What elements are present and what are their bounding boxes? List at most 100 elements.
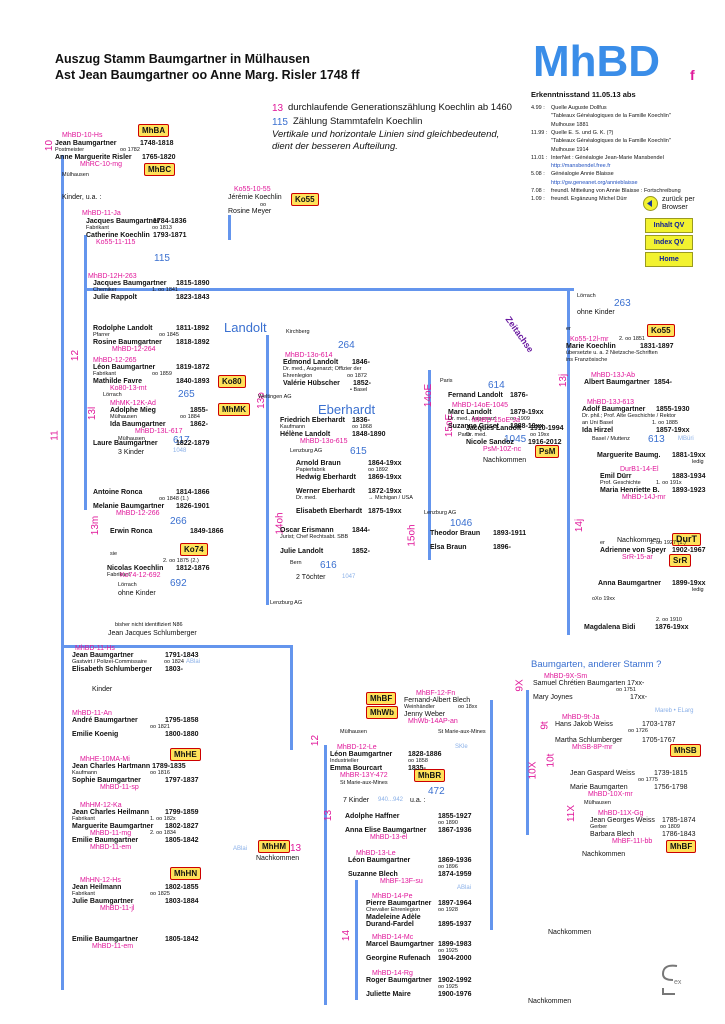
source-text: "Tableaux Généalogiques de la Famille Ko…: [551, 138, 671, 145]
tag-durt[interactable]: DurT: [672, 533, 701, 546]
person-ref-link[interactable]: MhBD-11-em: [92, 943, 134, 950]
person-ref-link[interactable]: Ko74-12-692: [120, 572, 161, 579]
person-text: Jean Gaspard Weiss: [570, 770, 635, 777]
person-ref-link[interactable]: MhBD-14-Pe: [372, 893, 413, 900]
person-text: Nachkommen: [528, 998, 572, 1005]
source-link[interactable]: http://gw.geneanet.org/annieblaisse: [551, 179, 638, 186]
person-ref-link[interactable]: MhBD-11-Ja: [82, 210, 121, 217]
person-text: Nachkommen: [256, 855, 300, 862]
tag-mhbc[interactable]: MhBC: [144, 163, 176, 176]
person-text: 1803-: [165, 666, 183, 673]
person-ref-link[interactable]: MhBD-11-jl: [100, 905, 135, 912]
person-ref-link[interactable]: MhBD-11-mg: [90, 830, 132, 837]
source-link[interactable]: http://mansbendel.free.fr: [551, 163, 611, 170]
person-ref-link[interactable]: MhBD-14-Rg: [372, 970, 413, 977]
person-ref-link[interactable]: MhHM-12-Ka: [80, 802, 122, 809]
person-ref-link[interactable]: PsM-10Z-nc: [483, 446, 522, 453]
person-text: 1793-1871: [153, 232, 187, 239]
branch-line-9x: [526, 690, 529, 835]
person-ref-link[interactable]: MhBF-13F-su: [380, 878, 423, 885]
person-ref-link[interactable]: MhBD-12-Le: [337, 744, 377, 751]
tag-srr[interactable]: SrR: [669, 554, 692, 567]
gen-15oh: 15oh: [406, 524, 418, 547]
person-ref-link[interactable]: Ko80-13-mt: [110, 385, 147, 392]
tag-psm[interactable]: PsM: [535, 445, 560, 458]
person-ref-link[interactable]: MhSB-8P-mr: [572, 744, 613, 751]
person-ref-link[interactable]: MhBD-13-Le: [356, 850, 396, 857]
tag-mhhe[interactable]: MhHE: [170, 748, 201, 761]
person-text: Anne Marguerite Risler: [55, 154, 132, 161]
tag-mhwb[interactable]: MhWb: [366, 706, 398, 719]
tag-ko55-top[interactable]: Ko55: [291, 193, 319, 206]
tag-mhba[interactable]: MhBA: [138, 124, 170, 137]
gen-13m: 13m: [90, 515, 102, 536]
person-ref-link[interactable]: MhBD-12-264: [112, 346, 156, 353]
person-ref-link[interactable]: MhBD-13J-Ab: [591, 372, 635, 379]
person-text: Jean Baumgartner: [72, 652, 134, 659]
person-text: Adolphe Mieg: [110, 407, 156, 414]
person-text: ABlai: [233, 846, 248, 852]
person-ref-link[interactable]: MhBD-14oE-1045: [452, 402, 509, 409]
person-ref-link[interactable]: MhBD-9X-Sm: [544, 673, 588, 680]
home-button[interactable]: Home: [645, 252, 693, 267]
person-text: 1831-1897: [640, 343, 674, 350]
tag-mhmk[interactable]: MhMK: [218, 403, 250, 416]
person-text: Mathilde Favre: [93, 378, 143, 385]
person-ref-link[interactable]: MhRC-10-mg: [80, 161, 123, 168]
source-text: Quelle E. S. und G. K. (?): [551, 129, 614, 136]
person-ref-link[interactable]: MhBD-13L-617: [135, 428, 183, 435]
person-ref-link[interactable]: MhBR-13Y-472: [340, 772, 388, 779]
person-text: Nachkommen: [548, 929, 592, 936]
person-ref-link[interactable]: MhHN-12-Hs: [80, 877, 121, 884]
tag-mhbf-1[interactable]: MhBF: [366, 692, 397, 705]
person-ref-link[interactable]: MhHE-10MA-Mi: [80, 756, 130, 763]
person-ref-link[interactable]: MhBD-12-266: [116, 510, 160, 517]
person-text: Léon Baumgartner: [93, 364, 156, 371]
back-arrow-icon[interactable]: [643, 196, 658, 211]
person-ref-link[interactable]: MhBD-13-el: [370, 834, 408, 841]
person-ref-link[interactable]: Ko55-11-115: [96, 239, 136, 246]
tag-ko74[interactable]: Ko74: [180, 543, 208, 556]
person-ref-link[interactable]: MhMK-12K-Ad: [110, 400, 156, 407]
person-ref-link[interactable]: MhBD-13o-614: [285, 352, 333, 359]
tag-mhhm[interactable]: MhHM: [258, 840, 290, 853]
person-ref-link[interactable]: MhBD-10X-mr: [588, 791, 633, 798]
person-ref-link[interactable]: MhBD-11-An: [72, 710, 112, 717]
person-ref-link[interactable]: MhBD-12-265: [93, 357, 137, 364]
person-ref-link[interactable]: MhBD-10-Hs: [62, 132, 103, 139]
person-ref-link[interactable]: MhBD-11-sp: [100, 784, 139, 791]
person-ref-link[interactable]: Ko55-10-55: [234, 186, 271, 193]
tag-ko80[interactable]: Ko80: [218, 375, 246, 388]
person-text: Juliette Maire: [366, 991, 411, 998]
index-qv-button[interactable]: Index QV: [645, 235, 693, 250]
person-ref-link[interactable]: DurB1-14-El: [620, 466, 659, 473]
person-ref-link[interactable]: MhBF-12-Fn: [416, 690, 456, 697]
person-ref-link[interactable]: MhBD-9t-Ja: [562, 714, 600, 721]
person-ref-link[interactable]: MhBD-12H-263: [88, 273, 137, 280]
tag-ko55[interactable]: Ko55: [647, 324, 675, 337]
person-text: 1849-1866: [190, 528, 224, 535]
inhalt-qv-button[interactable]: Inhalt QV: [645, 218, 693, 233]
tag-mhsb[interactable]: MhSB: [670, 744, 701, 757]
person-ref-link[interactable]: MhBD-14-Mc: [372, 934, 414, 941]
tag-mhbf-2[interactable]: MhBF: [666, 840, 697, 853]
person-ref-link[interactable]: MhBD-13o-615: [300, 438, 348, 445]
tag-mhhn[interactable]: MhHN: [170, 867, 202, 880]
person-ref-link[interactable]: MhBD-11X-Gg: [598, 810, 644, 817]
person-text: Elsa Braun: [430, 544, 467, 551]
person-ref-link[interactable]: MhBD-11-em: [90, 844, 132, 851]
person-ref-link[interactable]: MhBF-11I-bb: [612, 838, 653, 845]
person-text: 1826-1901: [176, 503, 210, 510]
person-text: André Baumgartner: [72, 717, 138, 724]
person-ref-link[interactable]: MhBD-11-Hs: [75, 645, 115, 652]
person-ref-link[interactable]: MhBD-13J-613: [587, 399, 635, 406]
person-ref-link[interactable]: MhBD-15oE-Ja: [472, 417, 520, 424]
person-ref-link[interactable]: SrR-15-ar: [622, 554, 653, 561]
person-ref-link[interactable]: MhBD-14J-mr: [622, 494, 666, 501]
person-text: 1765-1820: [142, 154, 176, 161]
person-ref-link[interactable]: MhWb-14AP-an: [408, 718, 458, 725]
person-text: Jean Charles Heilmann: [72, 809, 150, 816]
person-text: oo 1890: [438, 820, 458, 826]
tag-mhbr[interactable]: MhBR: [414, 769, 446, 782]
person-ref-link[interactable]: Ko55-12l-mr: [570, 336, 609, 343]
